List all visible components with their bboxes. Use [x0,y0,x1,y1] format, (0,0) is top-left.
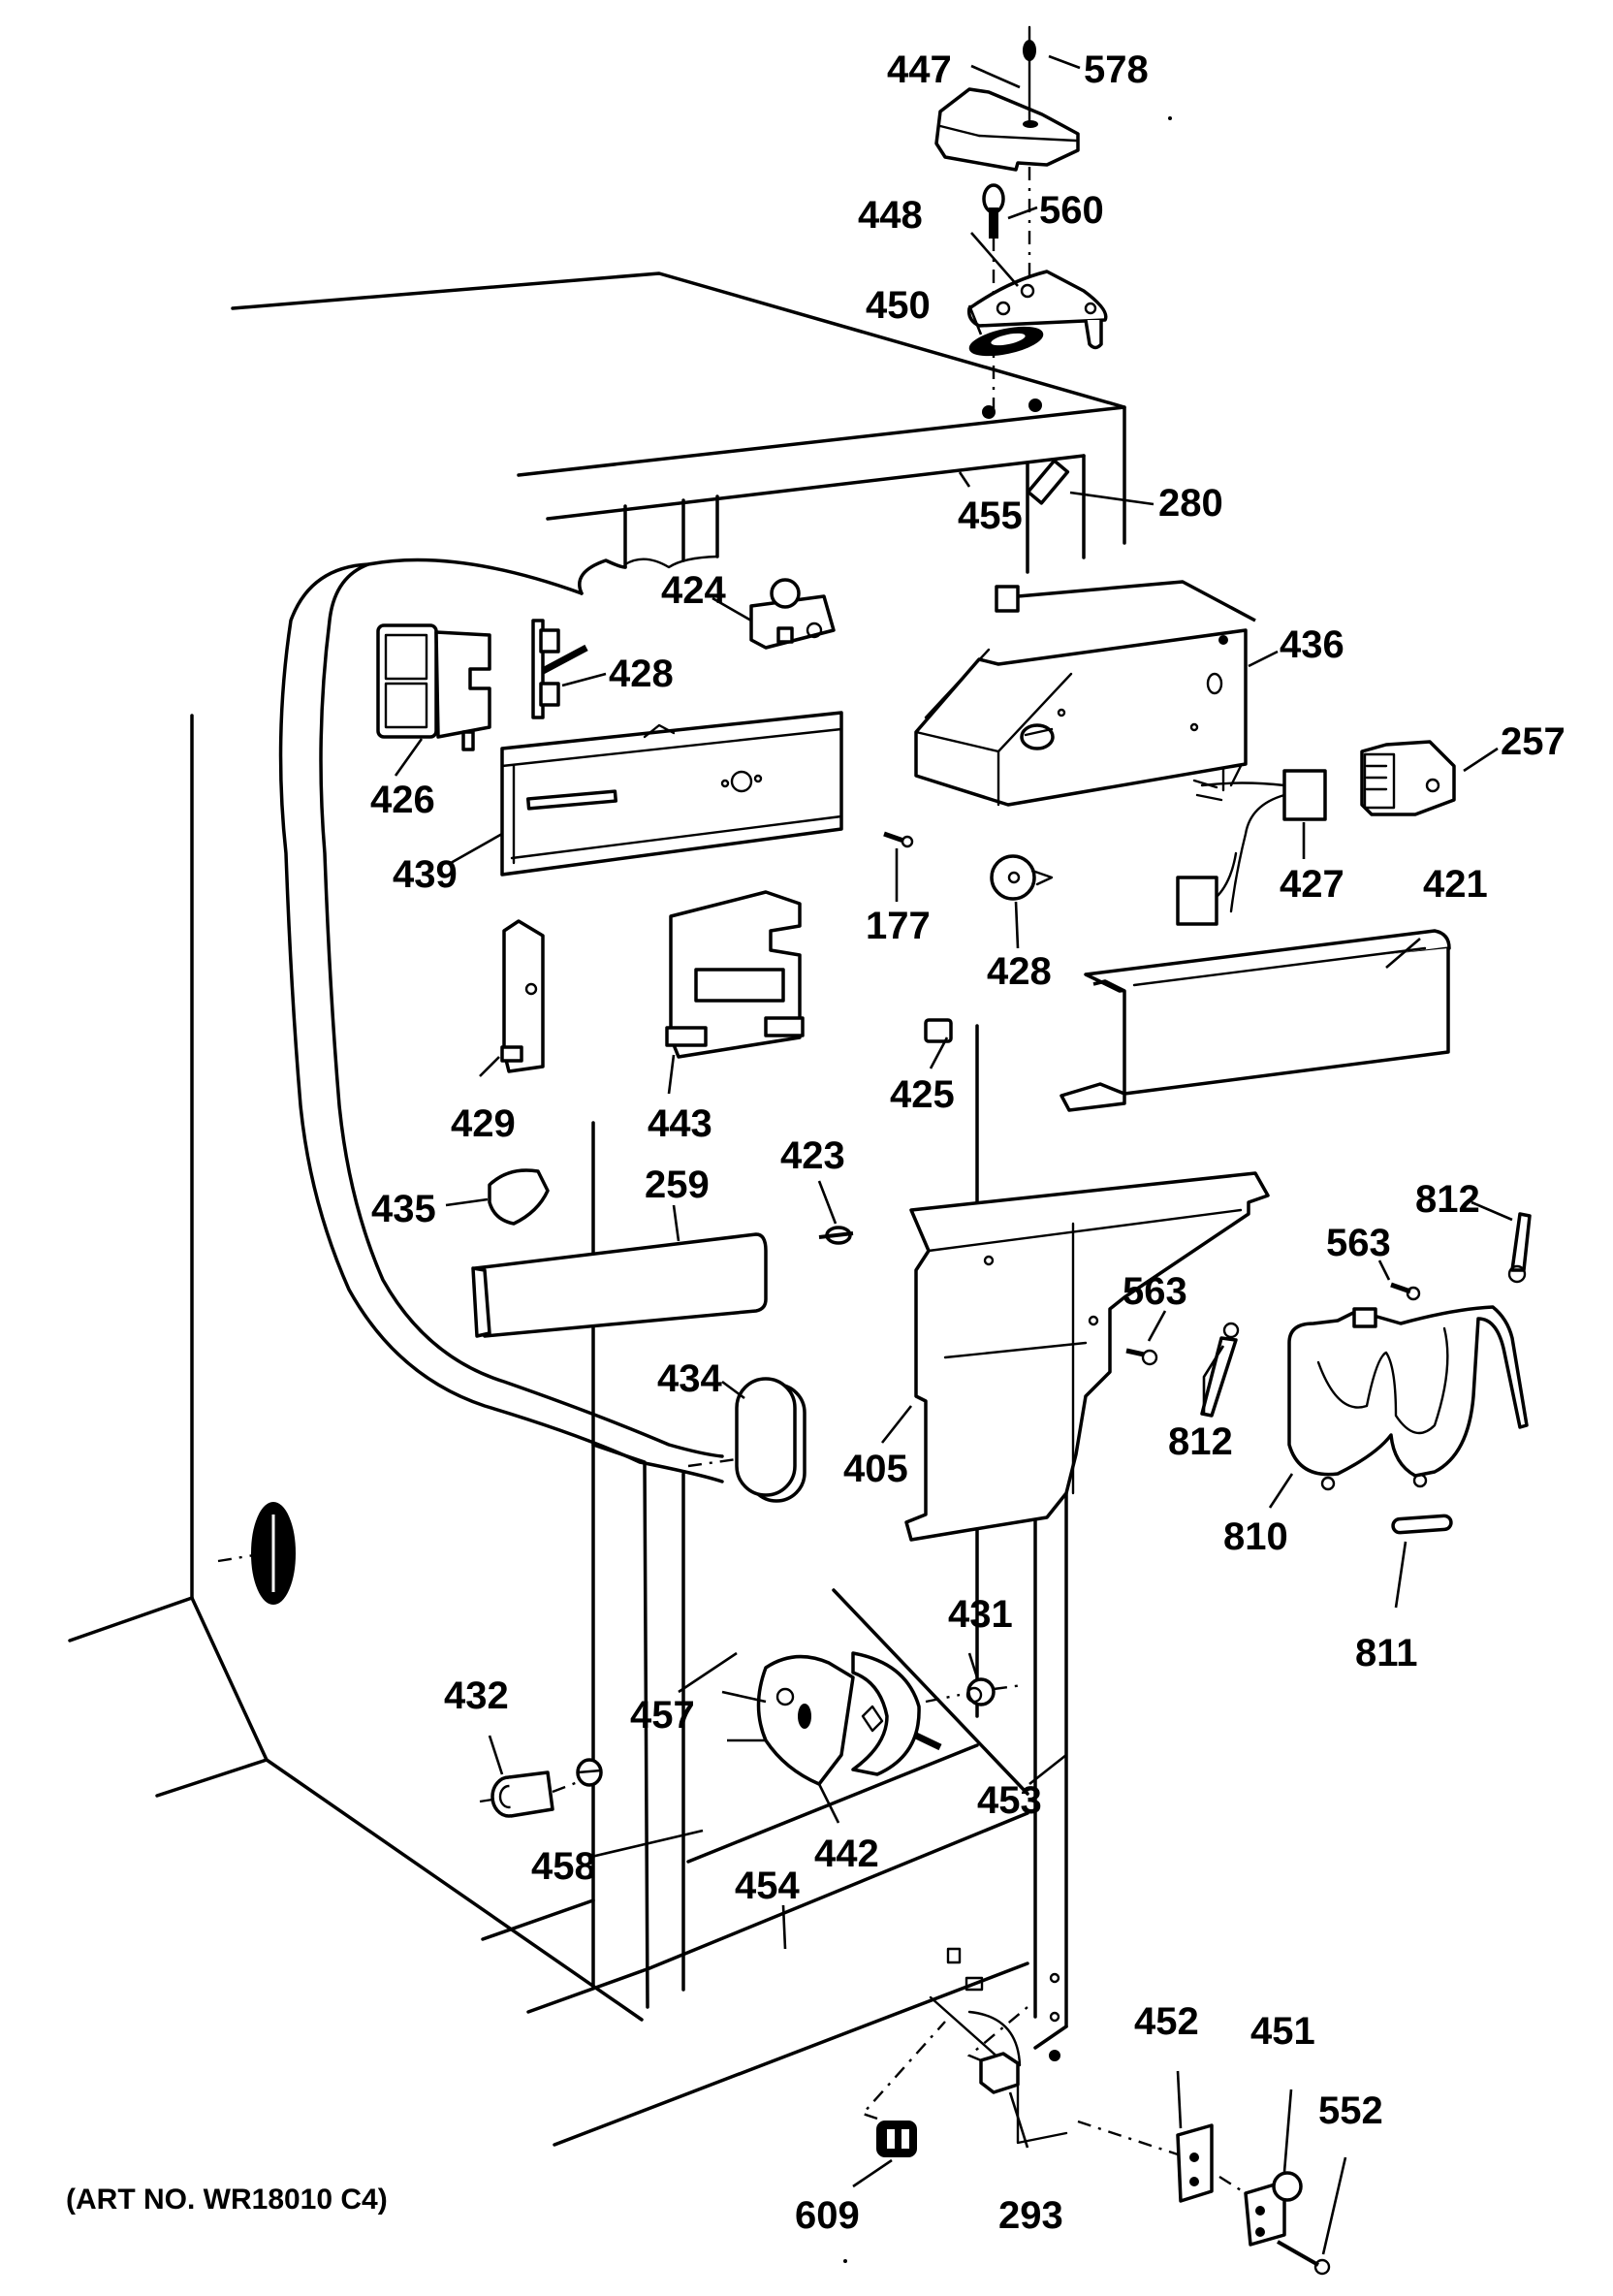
part-429-bracket[interactable] [500,919,545,1073]
part-405-air-duct[interactable] [904,1171,1270,1542]
part-447-hinge-cover[interactable] [934,87,1080,172]
part-425-knob[interactable] [924,1018,953,1043]
callout-280[interactable]: 280 [1158,482,1223,525]
part-448-hinge[interactable] [966,270,1108,350]
part-428-bracket-a[interactable] [531,619,588,719]
callout-421[interactable]: 421 [1423,863,1488,906]
callout-259[interactable]: 259 [645,1164,710,1206]
callout-447[interactable]: 447 [887,48,952,91]
callout-560[interactable]: 560 [1039,189,1104,232]
part-563b-screw[interactable] [1390,1282,1421,1301]
callout-428-upper[interactable]: 428 [609,653,674,695]
part-452-shim[interactable] [1077,2120,1214,2203]
callout-812-right[interactable]: 812 [1415,1178,1480,1221]
callout-812-left[interactable]: 812 [1168,1420,1233,1463]
callout-452[interactable]: 452 [1134,2000,1199,2043]
leader-lines [394,54,1513,2255]
part-442-damper[interactable] [756,1651,961,1786]
part-421-cover[interactable] [1060,929,1451,1112]
part-439-mounting-plate[interactable] [500,711,843,877]
print-dot [843,2259,847,2263]
part-259-light-shield[interactable] [471,1232,768,1338]
part-435-light-socket[interactable] [488,1168,550,1226]
part-257-timer[interactable] [1360,740,1456,816]
part-436-control-housing[interactable] [914,580,1256,807]
callout-450[interactable]: 450 [866,284,931,327]
part-293-bracket[interactable] [966,2006,1028,2094]
callout-434[interactable]: 434 [657,1357,722,1400]
part-451-bottom-hinge[interactable] [1218,2171,1303,2247]
callout-435[interactable]: 435 [371,1188,436,1230]
callout-428-lower[interactable]: 428 [987,950,1052,993]
callout-563-right[interactable]: 563 [1326,1222,1391,1264]
part-811-pad[interactable] [1391,1514,1453,1535]
part-609-switch[interactable] [860,2021,946,2157]
callout-431[interactable]: 431 [948,1593,1013,1636]
part-431-plug[interactable] [965,1677,1024,1706]
callout-429[interactable]: 429 [451,1102,516,1145]
callout-457[interactable]: 457 [630,1694,695,1737]
callout-436[interactable]: 436 [1280,623,1344,666]
part-280-clip[interactable] [1026,459,1070,505]
part-812b-tube[interactable] [1200,1322,1240,1418]
callout-293[interactable]: 293 [998,2194,1063,2237]
callout-811[interactable]: 811 [1355,1632,1418,1674]
callout-labels: 447 578 448 560 450 455 280 424 428 426 … [66,48,1566,2237]
part-428-gear[interactable] [990,854,1054,901]
part-552-screw[interactable] [1277,2240,1331,2276]
part-424-thermostat[interactable] [749,578,836,650]
art-number: (ART NO. WR18010 C4) [66,2184,388,2216]
callout-451[interactable]: 451 [1250,2010,1315,2053]
cabinet-outline [68,271,1126,2147]
part-578-screw[interactable] [1023,25,1036,123]
part-427-wire-harness[interactable] [1176,764,1327,926]
part-450-shim[interactable] [967,322,1044,360]
part-434-vent-grille[interactable] [687,1377,806,1503]
callout-810[interactable]: 810 [1223,1515,1288,1558]
callout-578[interactable]: 578 [1084,48,1149,91]
part-812a-tube[interactable] [1507,1212,1532,1284]
part-443-bracket[interactable] [665,890,805,1059]
callout-454[interactable]: 454 [735,1865,800,1907]
callout-432[interactable]: 432 [444,1674,509,1717]
part-177-screw[interactable] [883,831,914,848]
callout-424[interactable]: 424 [661,569,726,612]
print-dot [1168,116,1172,120]
callout-423[interactable]: 423 [780,1134,845,1177]
callout-177[interactable]: 177 [866,905,931,947]
callout-563-left[interactable]: 563 [1123,1270,1187,1313]
callout-455[interactable]: 455 [958,494,1023,537]
callout-427[interactable]: 427 [1280,863,1344,906]
callout-453[interactable]: 453 [977,1779,1042,1822]
callout-443[interactable]: 443 [648,1102,712,1145]
part-426-switch[interactable] [376,623,491,751]
part-432-light-housing[interactable] [479,1758,603,1818]
callout-442[interactable]: 442 [814,1833,879,1875]
callout-426[interactable]: 426 [370,779,435,821]
part-560-screw[interactable] [982,183,1005,239]
callout-257[interactable]: 257 [1501,720,1566,763]
callout-425[interactable]: 425 [890,1073,955,1116]
part-563a-screw[interactable] [1125,1348,1158,1366]
callout-458[interactable]: 458 [531,1845,596,1888]
callout-609[interactable]: 609 [795,2194,860,2237]
callout-405[interactable]: 405 [843,1448,908,1490]
callout-448[interactable]: 448 [858,194,923,237]
part-423-bulb[interactable] [818,1226,854,1245]
callout-439[interactable]: 439 [393,853,458,896]
callout-552[interactable]: 552 [1318,2089,1383,2132]
part-810-drain-heater[interactable] [1287,1305,1529,1491]
